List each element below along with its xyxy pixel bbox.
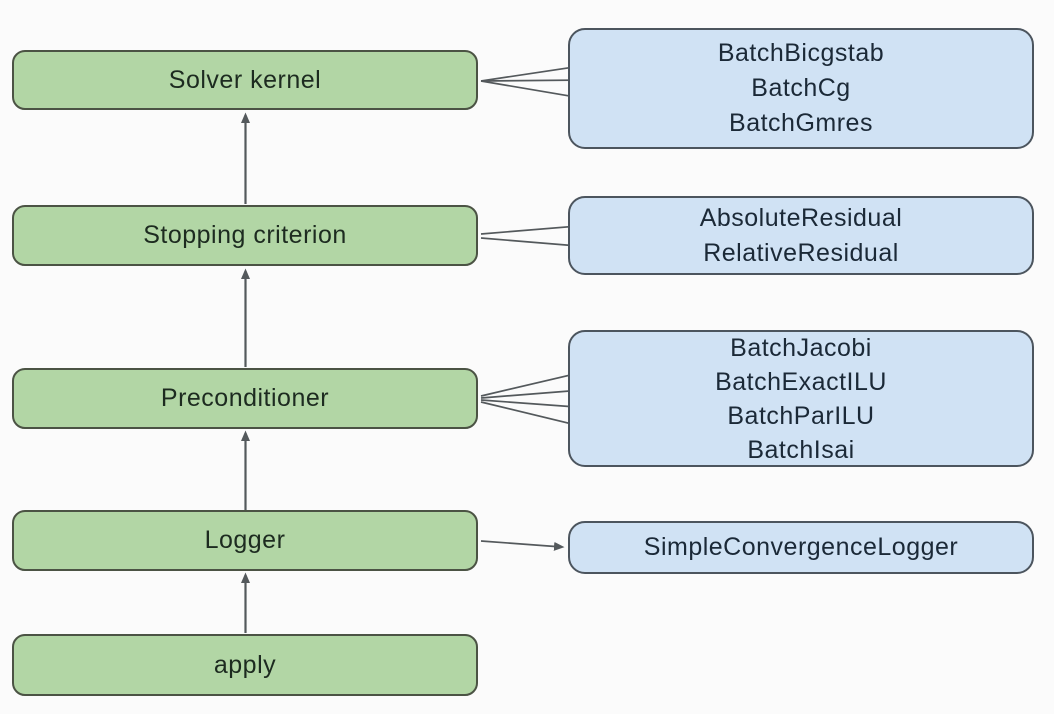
node-solver-kernel: Solver kernel [12, 50, 478, 110]
list-item: BatchExactILU [715, 367, 887, 396]
node-label: Stopping criterion [143, 221, 347, 249]
list-item: RelativeResidual [703, 238, 899, 267]
node-label: Solver kernel [168, 65, 322, 94]
node-logger: Logger [12, 510, 478, 571]
list-item: BatchParILU [727, 401, 875, 430]
node-label: apply [213, 650, 277, 679]
group-preconditioner-implementations: BatchJacobi BatchExactILU BatchParILU Ba… [568, 330, 1034, 467]
node-preconditioner: Preconditioner [12, 368, 478, 429]
node-apply: apply [12, 634, 478, 696]
list-item: BatchIsai [747, 435, 855, 464]
arrow-logger-to-simpleconvergencelogger [480, 540, 565, 551]
list-item: AbsoluteResidual [699, 203, 903, 232]
group-logger-implementations: SimpleConvergenceLogger [568, 521, 1034, 574]
list-item: BatchGmres [729, 109, 873, 137]
list-item: BatchCg [751, 74, 851, 102]
node-label: Preconditioner [160, 384, 330, 412]
group-solver-implementations: BatchBicgstab BatchCg BatchGmres [568, 28, 1034, 149]
node-label: Logger [204, 526, 286, 554]
group-stopping-implementations: AbsoluteResidual RelativeResidual [568, 196, 1034, 275]
list-item: SimpleConvergenceLogger [643, 533, 959, 561]
list-item: BatchJacobi [730, 333, 872, 362]
node-stopping-criterion: Stopping criterion [12, 205, 478, 266]
list-item: BatchBicgstab [717, 39, 885, 67]
